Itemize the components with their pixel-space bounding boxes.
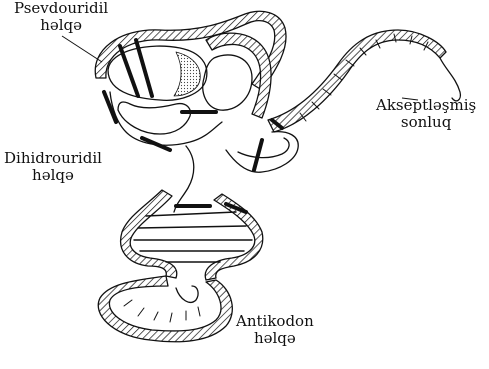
label-dihydrouridine-loop: Dihidrouridil həlqə — [4, 150, 102, 184]
label-pseudouridine-loop: Psevdouridil həlqə — [14, 0, 108, 34]
label-anticodon-loop: Antikodon həlqə — [236, 313, 314, 347]
acceptor-tail — [440, 58, 460, 101]
anticodon-inner-strand — [176, 286, 198, 302]
label-acceptor-end-line2: sonluq — [376, 114, 476, 131]
anticodon-stem-rungs — [134, 212, 252, 262]
label-acceptor-end-line1: Akseptləşmiş — [376, 97, 476, 114]
label-pseudouridine-loop-line2: həlqə — [14, 17, 108, 34]
anticodon-loop — [98, 276, 232, 342]
anticodon-stem-left — [121, 190, 177, 278]
pseudouridine-dotted-region — [174, 52, 200, 96]
label-anticodon-loop-line1: Antikodon — [236, 313, 314, 330]
label-dihydrouridine-loop-line2: həlqə — [4, 167, 102, 184]
dihydrouridine-loop — [118, 102, 190, 134]
label-dihydrouridine-loop-line1: Dihidrouridil — [4, 150, 102, 167]
core-region — [174, 132, 298, 212]
label-pseudouridine-loop-line1: Psevdouridil — [14, 0, 108, 17]
anticodon-bases — [124, 300, 200, 322]
trna-backbone — [95, 11, 460, 341]
label-acceptor-end: Akseptləşmiş sonluq — [376, 97, 476, 131]
label-anticodon-loop-line2: həlqə — [236, 330, 314, 347]
upper-right-inner-loop — [203, 55, 252, 110]
